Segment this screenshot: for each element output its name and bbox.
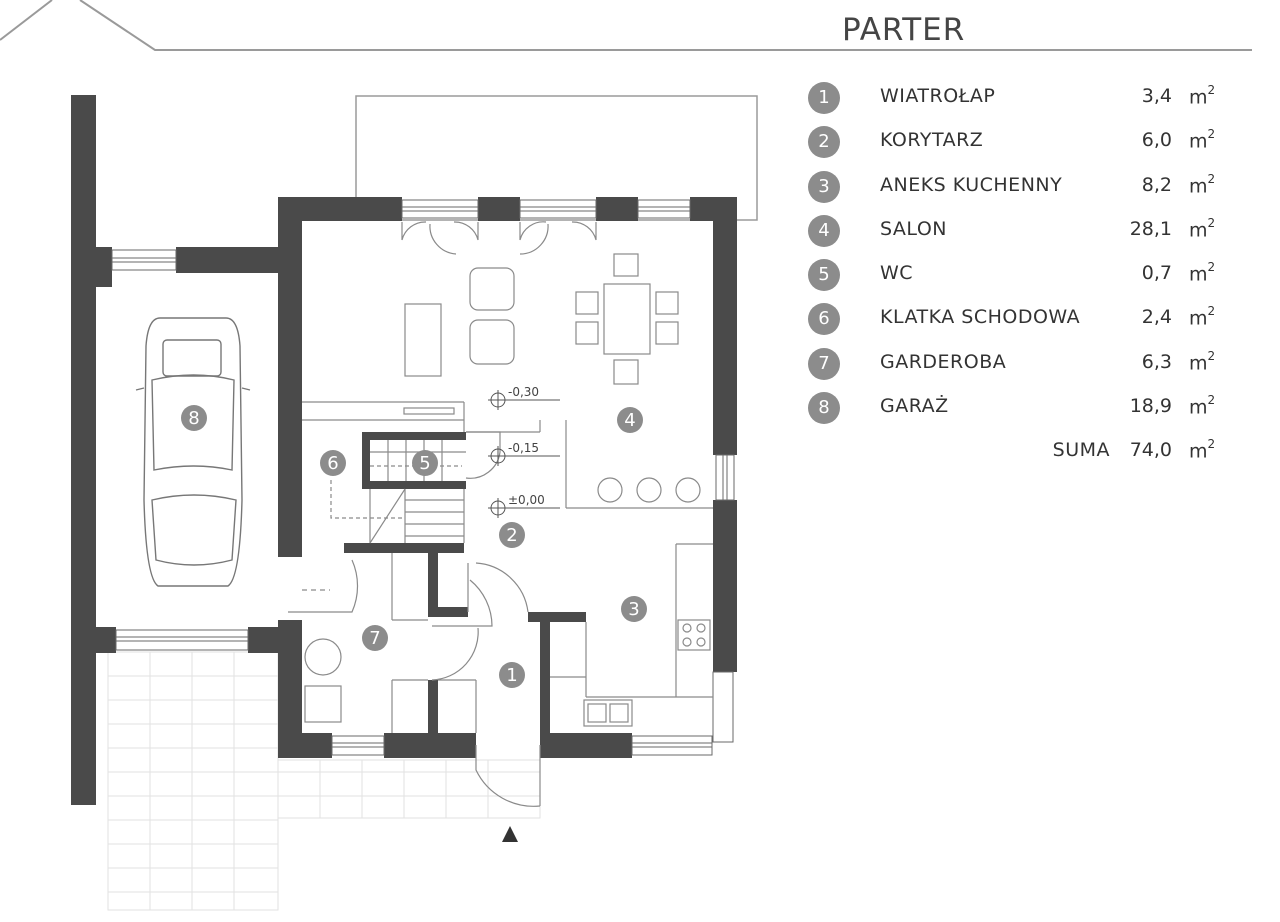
entrance-arrow-icon [502,826,518,842]
plan-badge-4-label: 4 [624,410,635,431]
floor-title: PARTER [842,12,966,48]
plan-badge-1 [499,662,525,688]
legend-room-area: 18,9 [1129,395,1172,418]
plan-badge-1-label: 1 [506,665,517,686]
plan-badge-2 [499,522,525,548]
legend-badge: 7 [808,347,840,380]
plan-badge-4 [617,407,643,433]
paving-area [107,651,541,911]
legend-row-6: 6 KLATKA SCHODOWA 2,4 m2 [808,301,1228,345]
level-label-wc: -0,15 [508,441,539,455]
legend-unit: m2 [1189,304,1216,330]
legend-room-area: 2,4 [1141,306,1172,329]
legend-room-name: ANEKS KUCHENNY [880,173,1063,196]
sum-label: SUMA [1052,439,1110,462]
legend-badge: 2 [808,126,840,159]
plan-badge-7-label: 7 [369,628,380,649]
legend-badge: 5 [808,259,840,292]
legend-badge: 3 [808,170,840,203]
legend-room-name: KLATKA SCHODOWA [880,306,1081,329]
legend-unit: m2 [1189,393,1216,419]
legend-room-name: WC [880,262,914,285]
level-label-salon: -0,30 [508,385,539,399]
legend-unit: m2 [1189,437,1216,463]
legend-room-area: 8,2 [1141,173,1172,196]
plan-badge-8-label: 8 [188,408,199,429]
legend-room-name: KORYTARZ [880,129,984,152]
legend-row-7: 7 GARDEROBA 6,3 m2 [808,346,1228,390]
legend-badge: 6 [808,303,840,336]
legend-sum-row: SUMA 74,0 m2 [808,434,1228,478]
legend-room-name: SALON [880,217,947,240]
plan-badge-3 [621,596,647,622]
legend-row-2: 2 KORYTARZ 6,0 m2 [808,124,1228,168]
legend-room-name: WIATROŁAP [880,85,996,107]
plan-badge-5-label: 5 [419,453,430,474]
plan-badge-5 [412,450,438,476]
legend-room-area: 0,7 [1141,262,1172,285]
plan-badge-7 [362,625,388,651]
sum-area: 74,0 [1129,439,1172,462]
legend-row-1: 1 WIATROŁAP 3,4 m2 [808,80,1228,124]
plan-badge-2-label: 2 [506,525,517,546]
legend-row-8: 8 GARAŻ 18,9 m2 [808,390,1228,434]
plan-badge-6-label: 6 [327,453,338,474]
room-legend: 1 WIATROŁAP 3,4 m2 2 KORYTARZ 6,0 m2 3 A… [808,80,1228,479]
legend-row-4: 4 SALON 28,1 m2 [808,213,1228,257]
legend-room-area: 6,3 [1141,350,1172,373]
interior-lines [288,221,713,807]
level-markers [488,390,560,518]
legend-room-area: 28,1 [1129,217,1172,240]
terrace-outline [355,95,758,221]
level-label-hall: ±0,00 [508,493,545,507]
legend-unit: m2 [1189,260,1216,286]
legend-badge: 4 [808,214,840,247]
header-roofline [0,0,1252,51]
windows [111,199,735,756]
legend-unit: m2 [1189,127,1216,153]
plan-badge-8 [181,405,207,431]
legend-room-name: GARAŻ [880,395,949,418]
plan-room-badges [181,405,647,688]
legend-row-5: 5 WC 0,7 m2 [808,257,1228,301]
legend-unit: m2 [1189,215,1216,242]
legend-room-area: 6,0 [1141,129,1172,152]
legend-badge: 1 [808,82,840,114]
legend-badge: 8 [808,392,840,425]
walls [71,95,737,805]
legend-unit: m2 [1189,83,1216,109]
legend-unit: m2 [1189,171,1216,197]
legend-unit: m2 [1189,348,1216,375]
plan-badge-3-label: 3 [628,599,639,620]
legend-row-3: 3 ANEKS KUCHENNY 8,2 m2 [808,169,1228,213]
legend-room-name: GARDEROBA [880,350,1007,373]
car-drawing [135,317,251,587]
plan-badge-6 [320,450,346,476]
legend-room-area: 3,4 [1141,85,1172,107]
